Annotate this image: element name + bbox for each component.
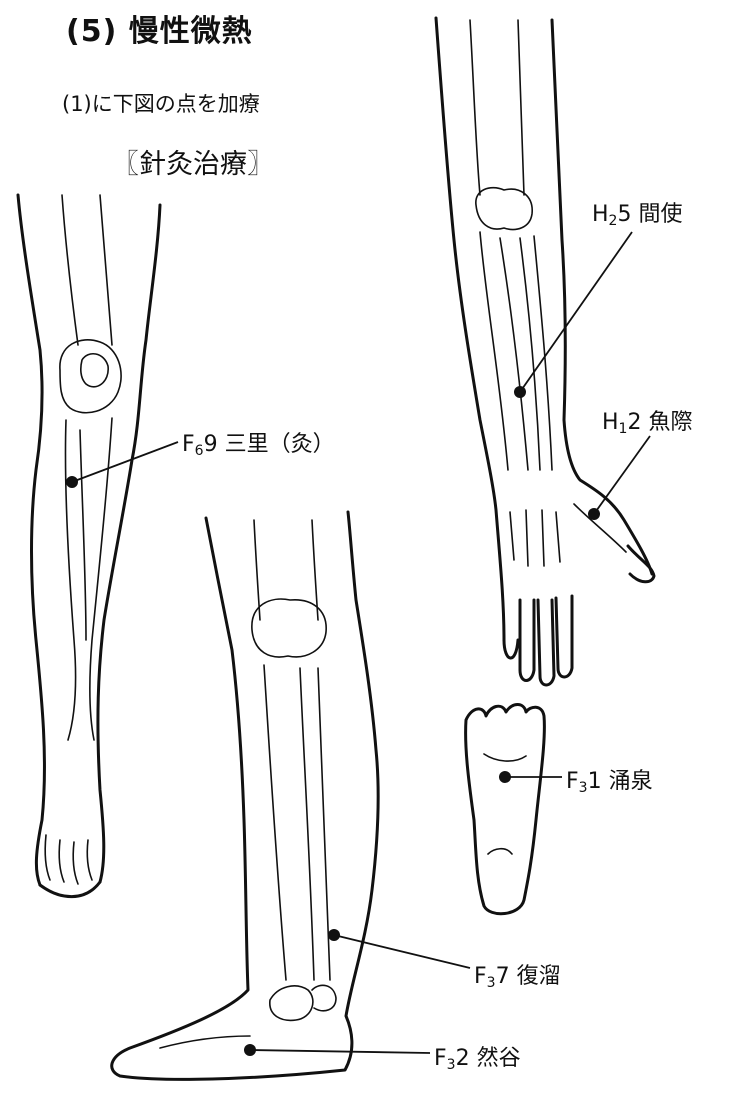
pointer-line-nenkoku	[250, 1050, 430, 1053]
foot-sole-drawing	[466, 705, 545, 914]
point-label-yusen: F31 涌泉	[566, 763, 653, 796]
pointer-line-fukuryu	[334, 935, 470, 968]
point-marker-kanshi	[514, 386, 526, 398]
point-marker-nenkoku	[244, 1044, 256, 1056]
point-label-kanshi: H25 間使	[592, 196, 682, 229]
heading-number: (5)	[66, 14, 117, 49]
point-label-sanri: F69 三里（灸）	[182, 426, 335, 459]
left-leg-drawing	[18, 195, 160, 897]
point-marker-sanri	[66, 476, 78, 488]
pointer-line-gyosai	[594, 436, 650, 514]
heading-title: 慢性微熱	[129, 14, 253, 49]
center-leg-drawing	[112, 512, 378, 1079]
pointer-line-kanshi	[520, 232, 632, 392]
arm-drawing	[436, 18, 654, 685]
point-label-nenkoku: F32 然谷	[434, 1040, 521, 1073]
page-heading: (5) 慢性微熱	[66, 6, 253, 50]
pointer-line-sanri	[72, 442, 178, 482]
point-marker-yusen	[499, 771, 511, 783]
point-marker-fukuryu	[328, 929, 340, 941]
point-marker-gyosai	[588, 508, 600, 520]
treatment-label: 〖針灸治療〗	[112, 142, 274, 181]
point-label-fukuryu: F37 復溜	[474, 958, 561, 991]
instruction-text: (1)に下図の点を加療	[62, 88, 260, 118]
point-label-gyosai: H12 魚際	[602, 404, 692, 437]
